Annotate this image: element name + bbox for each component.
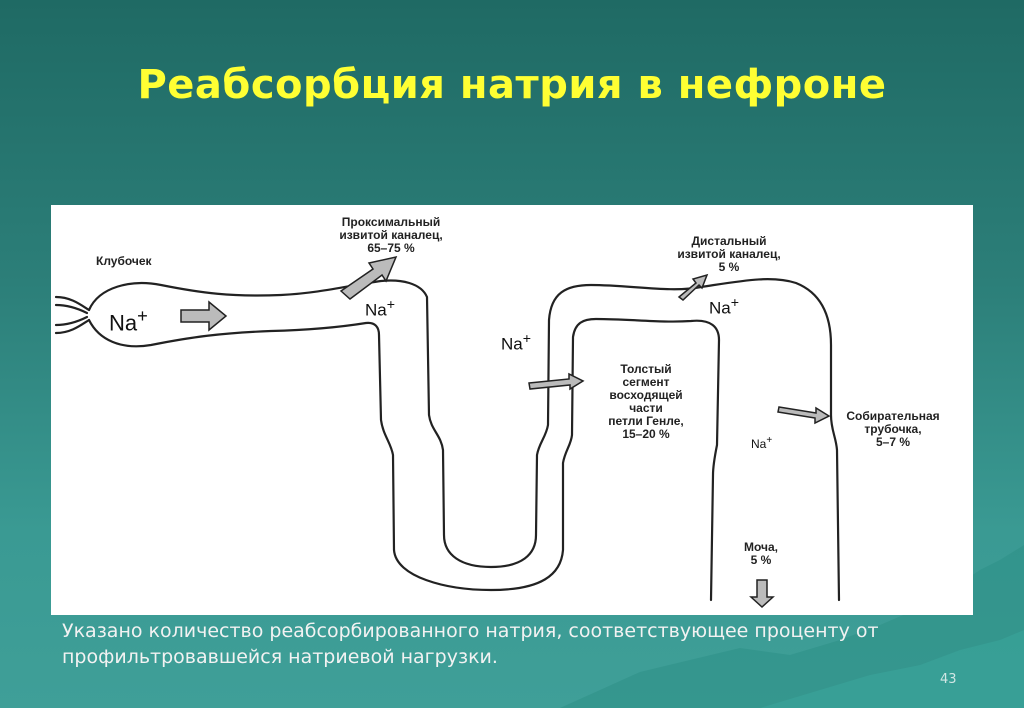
glomerulus-arrow	[180, 300, 228, 332]
thick-segment-arrow	[528, 372, 585, 391]
slide-title: Реабсорбция натрия в нефроне	[137, 62, 887, 108]
distal-arrow	[677, 273, 709, 301]
urine-arrow	[749, 579, 775, 609]
na-ion-collecting: Na+	[751, 435, 773, 451]
thick-segment-label: Толстый сегмент восходящей части петли Г…	[608, 362, 684, 441]
urine-label: Моча, 5 %	[743, 540, 778, 567]
collecting-arrow	[777, 406, 831, 425]
page-number: 43	[940, 672, 957, 687]
glomerulus-label: Клубочек	[96, 254, 152, 268]
nephron-drawing	[54, 255, 841, 609]
distal-label: Дистальный извитой каналец, 5 %	[677, 234, 781, 274]
proximal-arrow	[339, 255, 398, 300]
na-ion-distal: Na+	[709, 295, 740, 318]
nephron-diagram: Клубочек Проксимальный извитой каналец, …	[51, 205, 973, 615]
na-ion-loop: Na+	[501, 331, 532, 354]
na-ion-glomerulus: Na+	[109, 305, 148, 336]
na-ion-proximal: Na+	[365, 297, 396, 320]
collecting-label: Собирательная трубочка, 5–7 %	[846, 409, 940, 449]
proximal-label: Проксимальный извитой каналец, 65–75 %	[339, 215, 443, 255]
footnote: Указано количество реабсорбированного на…	[62, 620, 879, 668]
